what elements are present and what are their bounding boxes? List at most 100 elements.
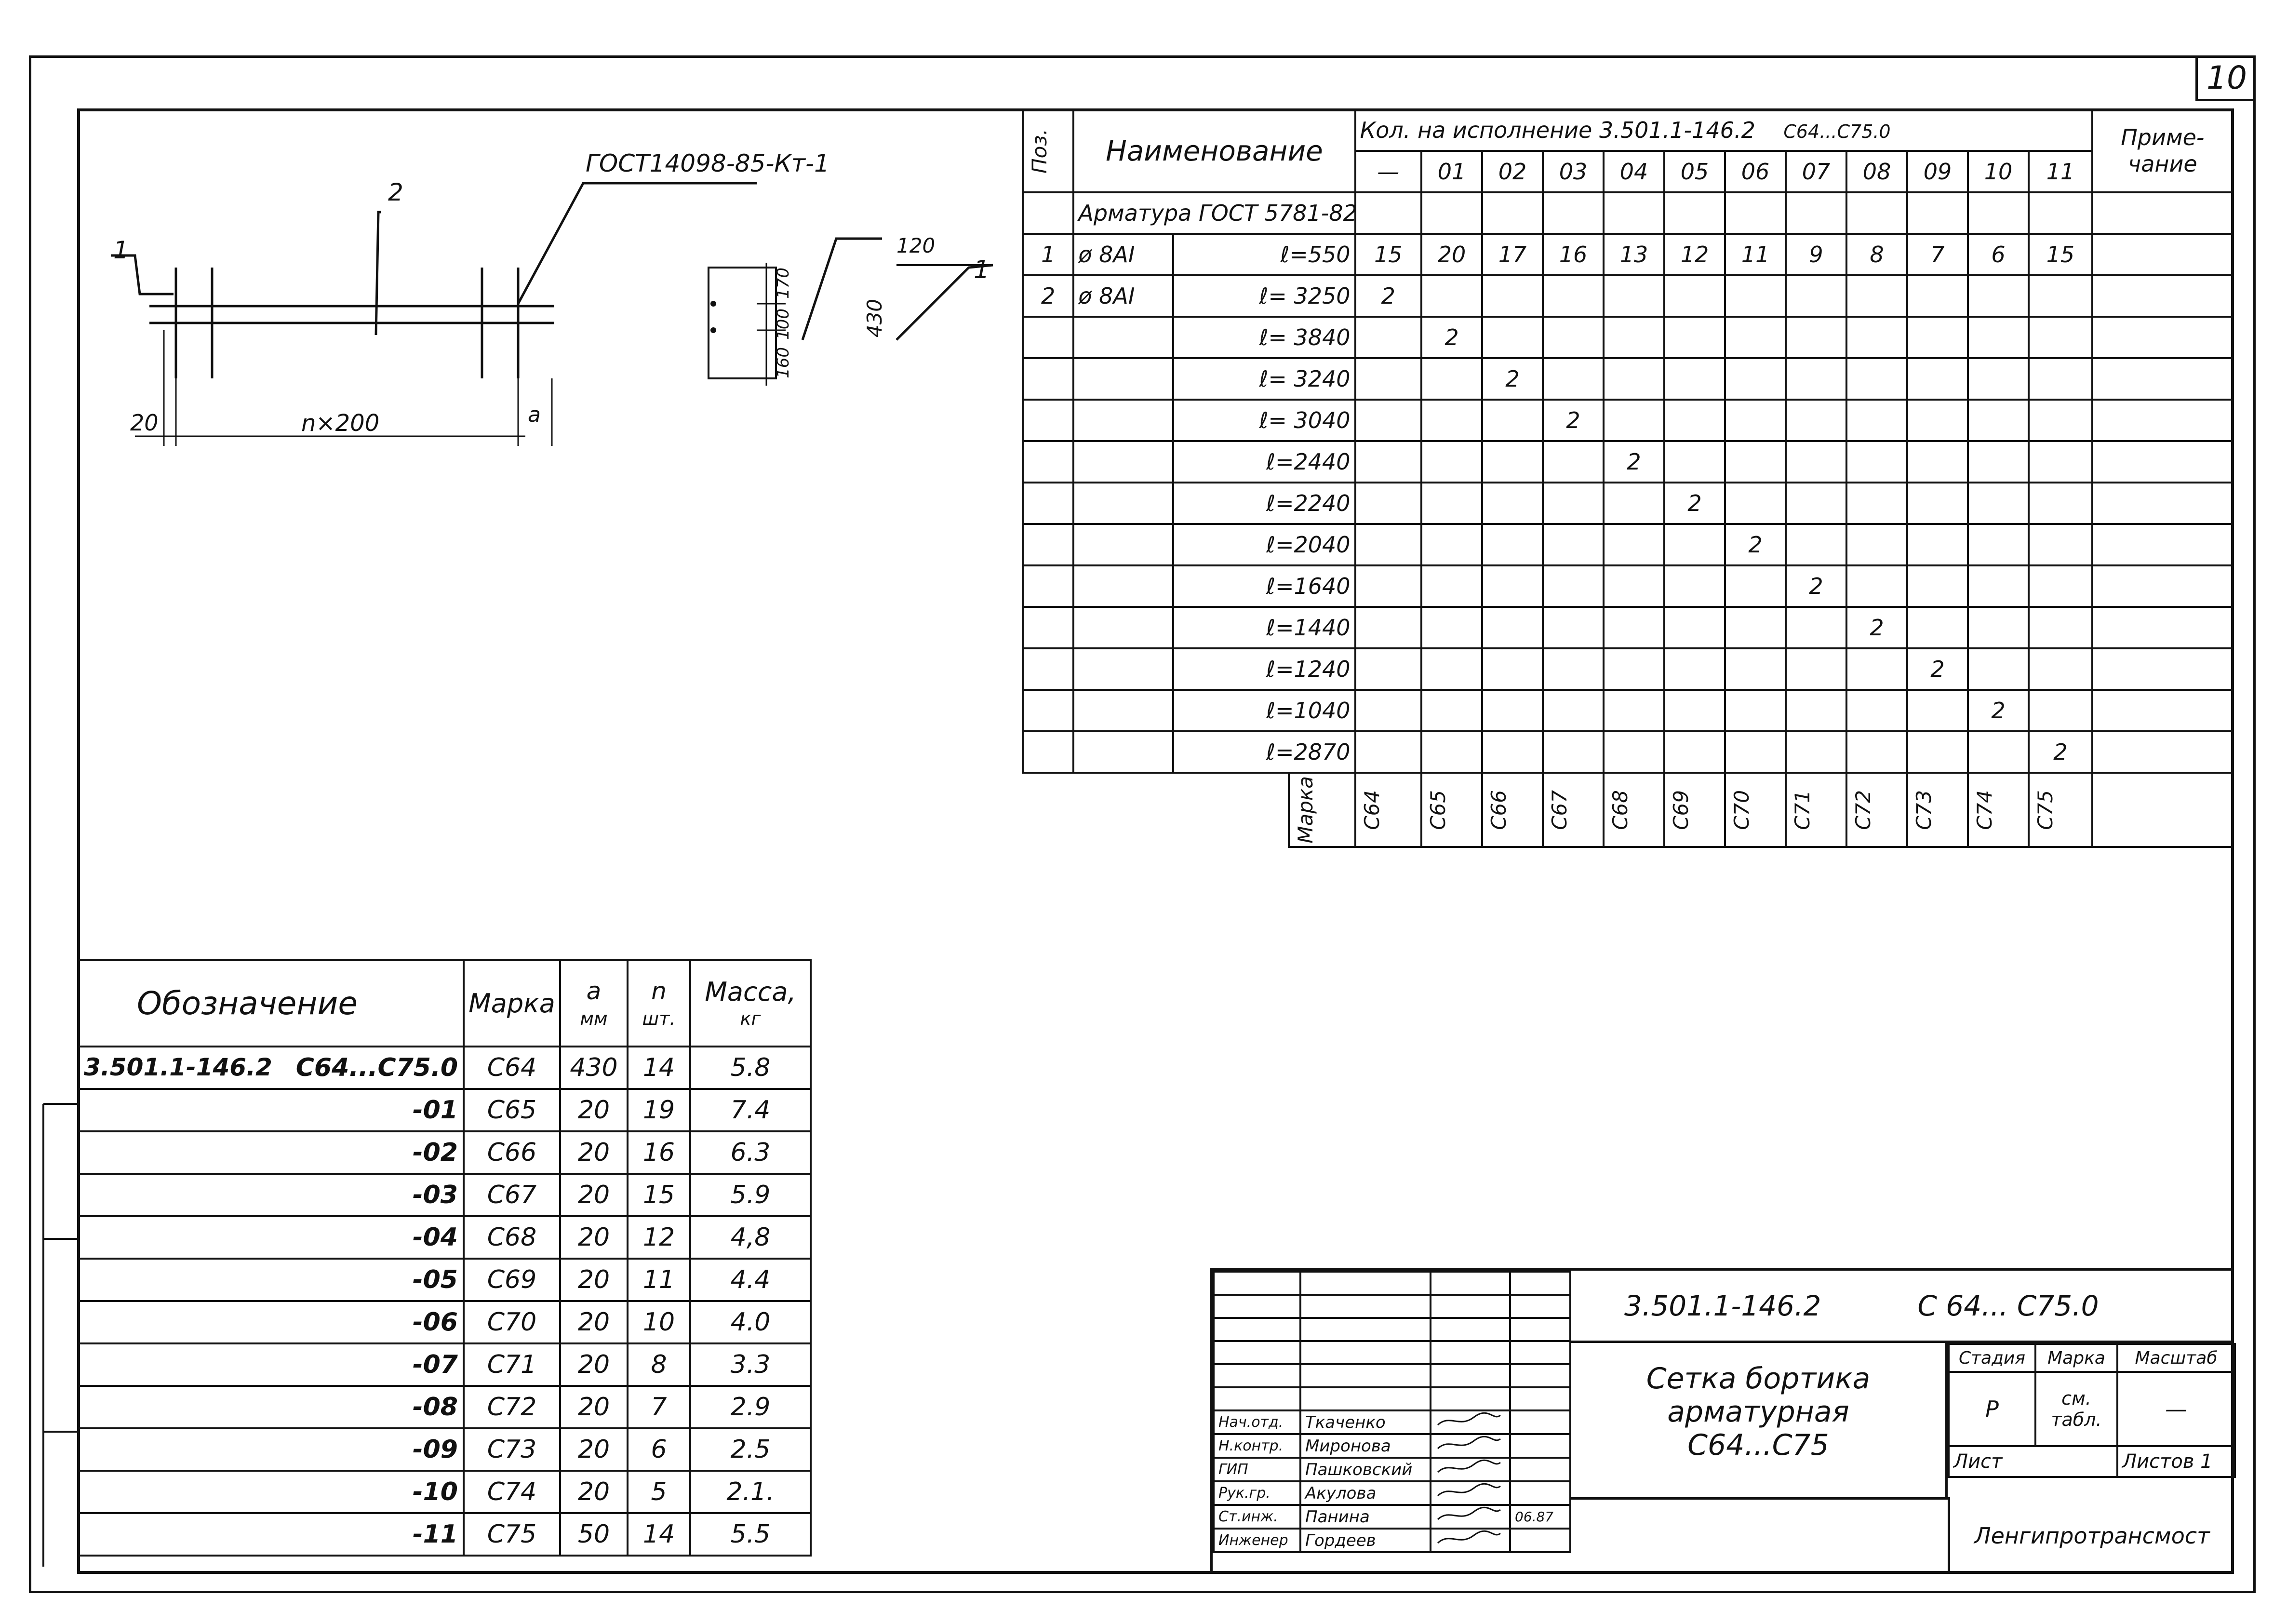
designation-n: 7 xyxy=(627,1385,691,1429)
designation-mark: С64 xyxy=(463,1046,561,1090)
spec-qty xyxy=(1481,399,1544,442)
dim-170: 170 xyxy=(774,268,793,299)
dim-20: 20 xyxy=(130,410,159,436)
spec-pos xyxy=(1021,564,1075,608)
spec-qty xyxy=(1603,606,1666,649)
spec-qty xyxy=(1542,606,1605,649)
spec-pos xyxy=(1021,482,1075,525)
spec-pos xyxy=(1021,689,1075,732)
spec-note xyxy=(2091,316,2234,359)
title-line-1: Сетка бортика xyxy=(1646,1362,1871,1396)
spec-qty xyxy=(1354,606,1423,649)
signer-name: Миронова xyxy=(1299,1433,1431,1459)
spec-length: ℓ= 3840 xyxy=(1172,316,1356,359)
spec-qty xyxy=(1846,730,1909,774)
stage-table: Стадия Марка Масштаб Р см. табл. — Лист … xyxy=(1948,1343,2236,1478)
designation-a: 20 xyxy=(559,1470,629,1514)
spec-qty xyxy=(1846,399,1909,442)
spec-qty: 2 xyxy=(1906,647,1969,691)
designation-cell: -08 xyxy=(77,1385,465,1429)
col-pos: Поз. xyxy=(1021,108,1075,193)
spec-qty xyxy=(1481,647,1544,691)
spec-qty xyxy=(1603,730,1666,774)
spec-qty xyxy=(1967,399,2030,442)
designation-mass: 2.1. xyxy=(689,1470,812,1514)
mark-cell: С69 xyxy=(1663,772,1726,848)
signature xyxy=(1430,1409,1511,1435)
designation-mass: 5.9 xyxy=(689,1173,812,1217)
spec-qty xyxy=(1785,357,1848,401)
signer-role: Нач.отд. xyxy=(1213,1409,1301,1435)
signer-name: Ткаченко xyxy=(1299,1409,1431,1435)
designation-cell: -05 xyxy=(77,1258,465,1302)
spec-qty: 2 xyxy=(1967,689,2030,732)
spec-qty xyxy=(1724,440,1787,483)
signer-name: Гордеев xyxy=(1299,1528,1431,1553)
designation-cell: -06 xyxy=(77,1300,465,1344)
spec-qty xyxy=(1420,357,1484,401)
spec-qty xyxy=(1542,316,1605,359)
spec-qty xyxy=(1542,730,1605,774)
exec-col: — xyxy=(1354,150,1423,193)
spec-qty: 2 xyxy=(1846,606,1909,649)
col-qty: Кол. на исполнение 3.501.1-146.2 С64...С… xyxy=(1354,108,2093,152)
spec-qty xyxy=(1906,689,1969,732)
spec-pos: 2 xyxy=(1021,274,1075,318)
designation-mass: 7.4 xyxy=(689,1088,812,1132)
spec-name xyxy=(1072,523,1174,566)
specification-table: Поз. Наименование Кол. на исполнение 3.5… xyxy=(1021,108,2234,848)
spec-qty xyxy=(1906,357,1969,401)
spec-qty xyxy=(1354,316,1423,359)
spec-qty xyxy=(1846,357,1909,401)
designation-mark: С69 xyxy=(463,1258,561,1302)
designation-cell: -09 xyxy=(77,1427,465,1472)
spec-note xyxy=(2091,606,2234,649)
exec-col: 09 xyxy=(1906,150,1969,193)
title-line-3: С64...С75 xyxy=(1687,1428,1829,1462)
section-label: Арматура ГОСТ 5781-82 xyxy=(1072,191,1356,235)
designation-mass: 4.4 xyxy=(689,1258,812,1302)
mesh-drawing xyxy=(111,182,993,446)
spec-qty xyxy=(1967,606,2030,649)
exec-col: 03 xyxy=(1542,150,1605,193)
designation-cell: -01 xyxy=(77,1088,465,1132)
signature xyxy=(1430,1504,1511,1530)
spec-qty xyxy=(1420,482,1484,525)
spec-qty xyxy=(1967,564,2030,608)
signer-date xyxy=(1509,1433,1571,1459)
spec-note xyxy=(2091,689,2234,732)
signature-row: Рук.гр.Акулова xyxy=(1213,1480,1571,1506)
h-designation: Обозначение xyxy=(77,959,465,1047)
h-mass: Масса,кг xyxy=(689,959,812,1047)
signer-role: ГИП xyxy=(1213,1457,1301,1482)
spec-qty xyxy=(1420,523,1484,566)
spec-qty xyxy=(1906,399,1969,442)
spec-qty xyxy=(1420,274,1484,318)
exec-col: 04 xyxy=(1603,150,1666,193)
signature-row: Н.контр.Миронова xyxy=(1213,1433,1571,1459)
spec-qty: 17 xyxy=(1481,233,1544,276)
spec-name xyxy=(1072,647,1174,691)
spec-qty: 8 xyxy=(1846,233,1909,276)
spec-qty xyxy=(1785,647,1848,691)
mark-cell: С66 xyxy=(1481,772,1544,848)
spec-qty xyxy=(2028,647,2093,691)
spec-qty xyxy=(1663,316,1726,359)
spec-pos xyxy=(1021,523,1075,566)
spec-qty xyxy=(1967,440,2030,483)
spec-length: ℓ=1440 xyxy=(1172,606,1356,649)
spec-qty: 20 xyxy=(1420,233,1484,276)
spec-qty xyxy=(1724,316,1787,359)
spec-qty xyxy=(1906,274,1969,318)
spec-qty xyxy=(1906,730,1969,774)
